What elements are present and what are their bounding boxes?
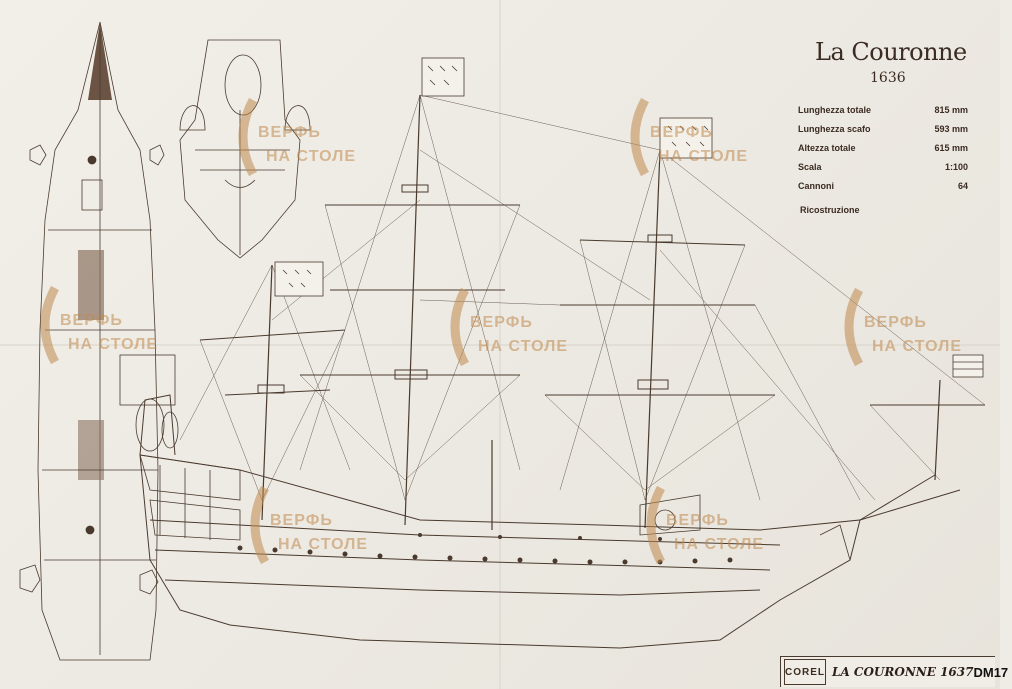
watermark-line1: ВЕРФЬ bbox=[650, 124, 713, 141]
hull-profile bbox=[139, 394, 961, 649]
sheet-code: DM17 bbox=[973, 664, 1009, 680]
watermark-logo: ВЕРФЬ НА СТОЛЕ bbox=[30, 280, 180, 372]
watermark-logo: ВЕРФЬ НА СТОЛЕ bbox=[620, 92, 770, 184]
spec-value: 1:100 bbox=[944, 161, 968, 172]
watermark-line2: НА СТОЛЕ bbox=[278, 536, 369, 553]
watermark-line1: ВЕРФЬ bbox=[60, 312, 123, 329]
watermark-line2: НА СТОЛЕ bbox=[674, 536, 765, 553]
spec-label: Altezza totale bbox=[798, 142, 856, 153]
publisher-name: COREL bbox=[785, 666, 825, 678]
spec-row: Lunghezza totale 815 mm bbox=[798, 100, 968, 119]
plan-year: 1636 bbox=[870, 70, 906, 86]
watermark-line2: НА СТОЛЕ bbox=[872, 338, 963, 355]
specs-table: Lunghezza totale 815 mm Lunghezza scafo … bbox=[798, 100, 968, 195]
publisher-logo: COREL bbox=[784, 659, 826, 685]
watermark-logo: ВЕРФЬ НА СТОЛЕ bbox=[228, 92, 378, 184]
spec-row: Cannoni 64 bbox=[798, 176, 968, 195]
ship-name-label: LA COURONNE 1637 bbox=[832, 665, 974, 679]
watermark-line2: НА СТОЛЕ bbox=[478, 338, 569, 355]
watermark-line2: НА СТОЛЕ bbox=[68, 336, 159, 353]
spec-value: 64 bbox=[957, 180, 968, 191]
gunports bbox=[237, 533, 733, 565]
plan-title: La Couronne bbox=[815, 38, 967, 66]
spec-row: Altezza totale 615 mm bbox=[798, 138, 968, 157]
watermark-line1: ВЕРФЬ bbox=[666, 512, 729, 529]
watermark-logo: ВЕРФЬ НА СТОЛЕ bbox=[636, 480, 786, 572]
reconstruction-label: Ricostruzione bbox=[800, 205, 860, 215]
watermark-logo: ВЕРФЬ НА СТОЛЕ bbox=[240, 480, 390, 572]
watermark-logo: ВЕРФЬ НА СТОЛЕ bbox=[440, 282, 590, 374]
spec-label: Cannoni bbox=[798, 180, 834, 191]
watermark-line2: НА СТОЛЕ bbox=[266, 148, 357, 165]
spec-row: Lunghezza scafo 593 mm bbox=[798, 119, 968, 138]
watermark-line1: ВЕРФЬ bbox=[270, 512, 333, 529]
spec-label: Lunghezza totale bbox=[798, 104, 872, 115]
spec-value: 593 mm bbox=[934, 123, 968, 134]
title-block: COREL LA COURONNE 1637 DM17 bbox=[780, 656, 1008, 687]
watermark-line2: НА СТОЛЕ bbox=[658, 148, 749, 165]
watermark-line1: ВЕРФЬ bbox=[470, 314, 533, 331]
mast-tops bbox=[257, 184, 673, 394]
rigging bbox=[179, 94, 986, 501]
flags bbox=[274, 57, 984, 378]
watermark-line1: ВЕРФЬ bbox=[258, 124, 321, 141]
spec-value: 815 mm bbox=[934, 104, 968, 115]
deck-plan bbox=[19, 21, 165, 661]
spec-label: Lunghezza scafo bbox=[798, 123, 871, 134]
watermark-logo: ВЕРФЬ НА СТОЛЕ bbox=[834, 282, 984, 374]
watermark-line1: ВЕРФЬ bbox=[864, 314, 927, 331]
spec-value: 615 mm bbox=[934, 142, 968, 153]
spec-row: Scala 1:100 bbox=[798, 157, 968, 176]
forecastle bbox=[639, 494, 851, 561]
stern-castle bbox=[119, 354, 241, 541]
spec-label: Scala bbox=[798, 161, 822, 172]
